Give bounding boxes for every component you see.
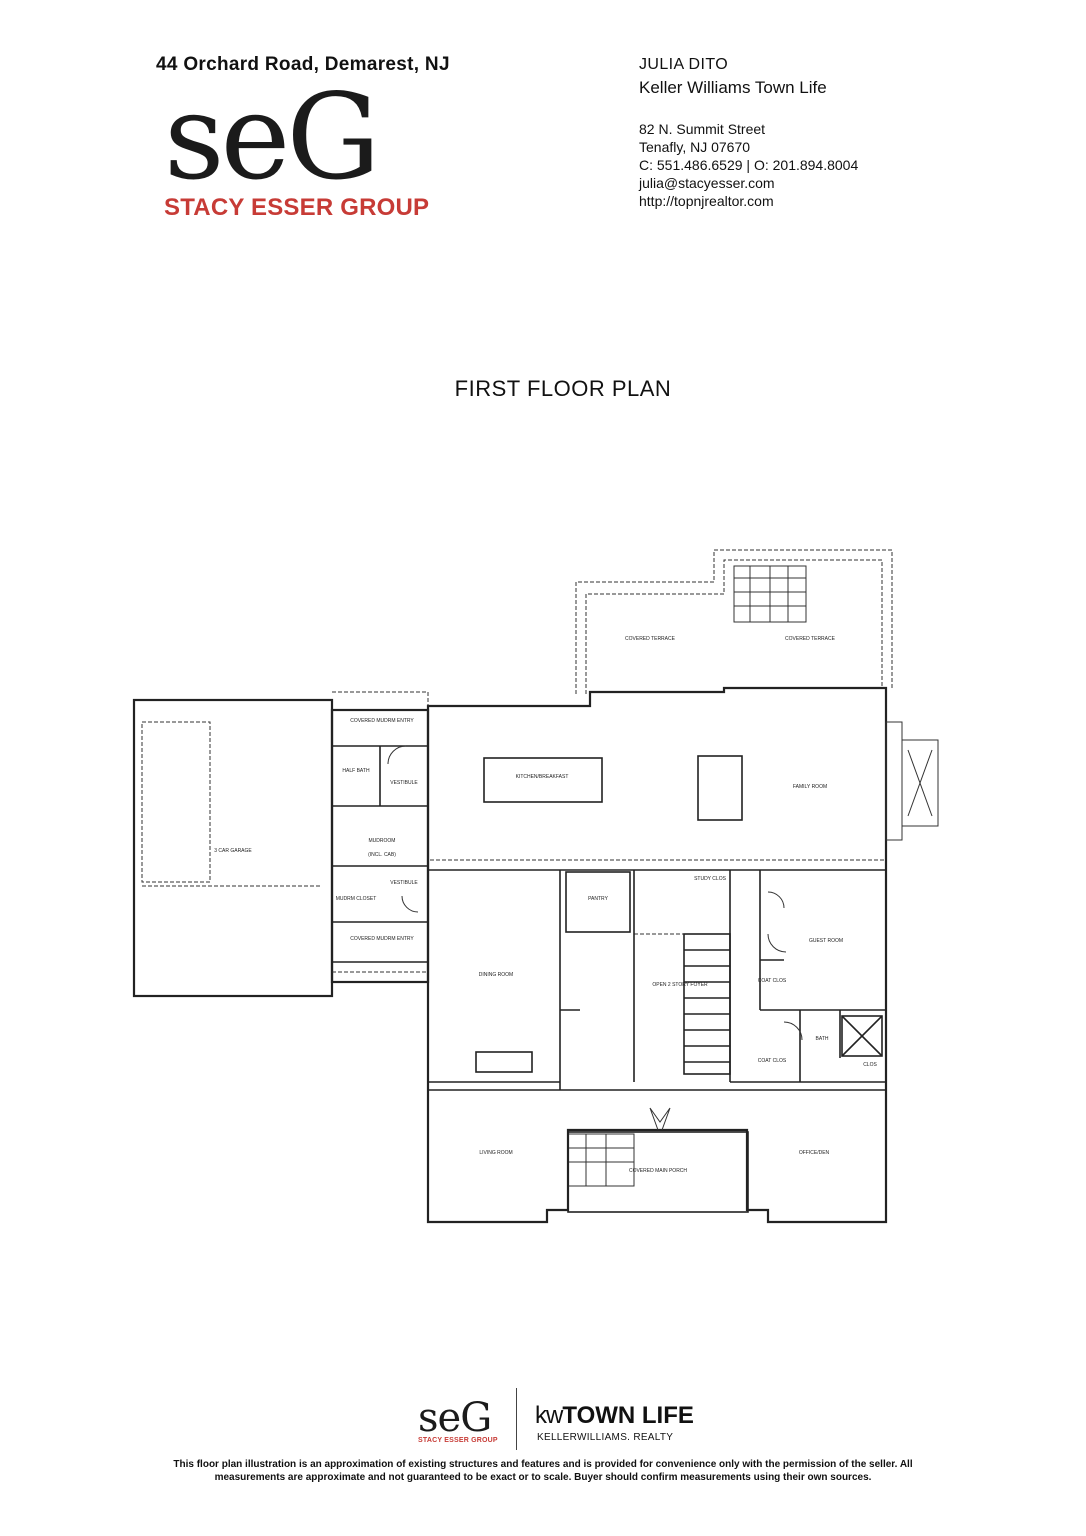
label-terrace-left: COVERED TERRACE bbox=[625, 636, 676, 642]
agent-city: Tenafly, NJ 07670 bbox=[639, 139, 751, 155]
label-covered-entry-top: COVERED MUDRM ENTRY bbox=[350, 718, 414, 724]
label-living-room: LIVING ROOM bbox=[479, 1150, 512, 1156]
kw-logo: kwTOWN LIFE bbox=[535, 1404, 694, 1428]
label-study-closet: STUDY CLOS bbox=[694, 876, 727, 882]
kw-mark: kw bbox=[535, 1402, 563, 1429]
family-fireplace bbox=[697, 755, 743, 821]
agent-website[interactable]: http://topnjrealtor.com bbox=[639, 193, 774, 209]
property-address: 44 Orchard Road, Demarest, NJ bbox=[156, 54, 450, 75]
floor-plan-drawing: 3 CAR GARAGE COVERED MUDRM ENTRY HALF BA… bbox=[132, 549, 939, 1224]
floor-plan: 3 CAR GARAGE COVERED MUDRM ENTRY HALF BA… bbox=[120, 510, 960, 1270]
terrace-outline bbox=[575, 549, 893, 694]
label-coat-closet-1: COAT CLOS bbox=[758, 978, 787, 984]
seg-logo: seG bbox=[164, 68, 381, 206]
label-kitchen: KITCHEN/BREAKFAST bbox=[516, 774, 569, 780]
footer-divider bbox=[516, 1388, 517, 1450]
pantry-walls bbox=[565, 871, 631, 933]
main-house-walls bbox=[426, 686, 888, 1224]
label-mudroom-note: (INCL. CAB) bbox=[368, 852, 396, 858]
label-coat-closet-2: COAT CLOS bbox=[758, 1058, 787, 1064]
staircase bbox=[683, 933, 731, 1075]
label-dining-room: DINING ROOM bbox=[479, 972, 513, 978]
label-half-bath: HALF BATH bbox=[342, 768, 370, 774]
footer-seg-subtitle: STACY ESSER GROUP bbox=[418, 1437, 498, 1444]
label-bath: BATH bbox=[816, 1036, 829, 1042]
agent-phones: C: 551.486.6529 | O: 201.894.8004 bbox=[639, 157, 859, 173]
label-terrace-right: COVERED TERRACE bbox=[785, 636, 836, 642]
agent-email[interactable]: julia@stacyesser.com bbox=[639, 175, 775, 191]
kw-name: TOWN LIFE bbox=[562, 1402, 694, 1429]
porch-pavers bbox=[567, 1133, 635, 1187]
kw-subtitle: KELLERWILLIAMS. REALTY bbox=[537, 1432, 674, 1443]
label-covered-entry-bottom: COVERED MUDRM ENTRY bbox=[350, 936, 414, 942]
label-pantry: PANTRY bbox=[588, 896, 608, 902]
agent-name: JULIA DITO bbox=[639, 56, 729, 73]
dining-table bbox=[475, 1051, 533, 1073]
label-office: OFFICE/DEN bbox=[799, 1150, 830, 1156]
label-family-room: FAMILY ROOM bbox=[793, 784, 827, 790]
label-stairs: OPEN 2 STORY FOYER bbox=[652, 982, 708, 988]
label-closet: CLOS bbox=[863, 1062, 877, 1068]
label-mudroom-closet: MUDRM CLOSET bbox=[336, 896, 377, 902]
label-vestibule-bottom: VESTIBULE bbox=[390, 880, 418, 886]
disclaimer-line-2: measurements are approximate and not gua… bbox=[214, 1472, 872, 1483]
plan-title: FIRST FLOOR PLAN bbox=[454, 376, 672, 401]
label-garage: 3 CAR GARAGE bbox=[214, 848, 252, 854]
footer-seg-logo: seG bbox=[418, 1395, 492, 1441]
kitchen-island bbox=[483, 757, 603, 803]
agent-company: Keller Williams Town Life bbox=[639, 78, 827, 97]
label-mudroom: MUDROOM bbox=[369, 838, 396, 844]
disclaimer: This floor plan illustration is an appro… bbox=[120, 1458, 966, 1484]
seg-logo-subtitle: STACY ESSER GROUP bbox=[164, 194, 430, 221]
label-vestibule-top: VESTIBULE bbox=[390, 780, 418, 786]
label-main-porch: COVERED MAIN PORCH bbox=[629, 1168, 687, 1174]
label-guest-room: GUEST ROOM bbox=[809, 938, 843, 944]
disclaimer-line-1: This floor plan illustration is an appro… bbox=[173, 1459, 913, 1470]
agent-street: 82 N. Summit Street bbox=[639, 121, 766, 137]
